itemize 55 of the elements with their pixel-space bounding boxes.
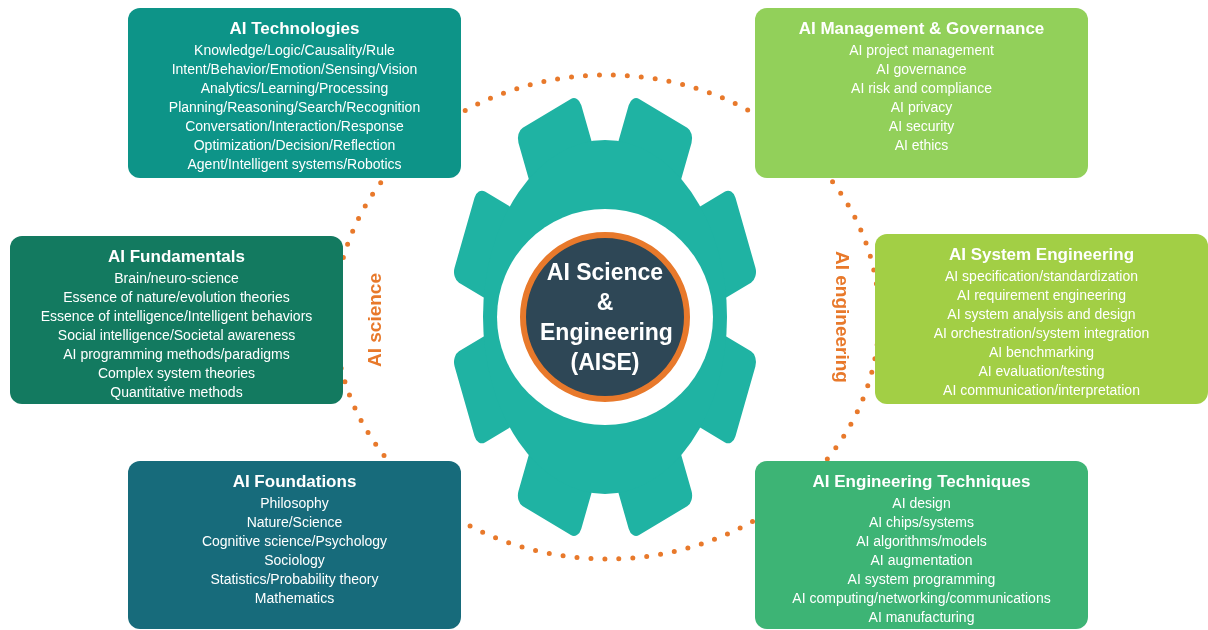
list-item: Cognitive science/Psychology — [201, 532, 388, 551]
list-item: AI system programming — [847, 570, 996, 589]
topic-card — [10, 236, 343, 404]
topic-card — [128, 8, 461, 178]
card-heading: AI Foundations — [232, 471, 357, 493]
card-heading: AI System Engineering — [948, 244, 1135, 266]
list-item: AI security — [888, 117, 955, 136]
list-item: Essence of nature/evolution theories — [63, 288, 290, 307]
list-item: AI requirement engineering — [957, 286, 1126, 305]
list-item: AI chips/systems — [869, 513, 974, 532]
card-heading: AI Fundamentals — [108, 246, 245, 268]
list-item: AI algorithms/models — [856, 532, 987, 551]
list-item: AI manufacturing — [868, 608, 975, 627]
list-item: Intent/Behavior/Emotion/Sensing/Vision — [171, 60, 418, 79]
card-heading: AI Engineering Techniques — [812, 471, 1031, 493]
list-item: AI privacy — [890, 98, 953, 117]
list-item: Statistics/Probability theory — [210, 570, 379, 589]
card-heading: AI Technologies — [229, 18, 360, 40]
list-item: Knowledge/Logic/Causality/Rule — [194, 41, 395, 60]
list-item: AI ethics — [894, 136, 949, 155]
list-item: AI orchestration/system integration — [933, 324, 1150, 343]
list-item: AI programming methods/paradigms — [63, 345, 290, 364]
list-item: AI specification/standardization — [945, 267, 1138, 286]
topic-card — [128, 461, 461, 629]
ring-label: AI engineering — [831, 251, 853, 383]
list-item: Optimization/Decision/Reflection — [193, 136, 396, 155]
list-item: AI governance — [876, 60, 967, 79]
hub-title: AI Science & Engineering (AISE) — [540, 258, 670, 377]
list-item: AI communication/interpretation — [943, 381, 1140, 400]
list-item: Planning/Reasoning/Search/Recognition — [168, 98, 421, 117]
list-item: AI project management — [849, 41, 994, 60]
topic-card — [755, 8, 1088, 178]
list-item: Quantitative methods — [110, 383, 243, 402]
list-item: AI augmentation — [870, 551, 973, 570]
list-item: AI evaluation/testing — [978, 362, 1105, 381]
list-item: AI benchmarking — [988, 343, 1095, 362]
topic-card — [875, 234, 1208, 404]
list-item: Sociology — [264, 551, 325, 570]
list-item: Agent/Intelligent systems/Robotics — [187, 155, 402, 174]
list-item: Social intelligence/Societal awareness — [57, 326, 296, 345]
list-item: AI computing/networking/communications — [792, 589, 1051, 608]
ring-label: AI science — [364, 273, 386, 367]
list-item: Brain/neuro-science — [114, 269, 239, 288]
list-item: AI system analysis and design — [947, 305, 1136, 324]
list-item: Complex system theories — [97, 364, 256, 383]
list-item: Analytics/Learning/Processing — [200, 79, 389, 98]
topic-card — [755, 461, 1088, 629]
list-item: Mathematics — [254, 589, 335, 608]
card-heading: AI Management & Governance — [798, 18, 1045, 40]
list-item: Conversation/Interaction/Response — [185, 117, 404, 136]
list-item: Nature/Science — [246, 513, 343, 532]
list-item: Essence of intelligence/Intelligent behaviors — [40, 307, 313, 326]
list-item: AI risk and compliance — [851, 79, 992, 98]
list-item: Philosophy — [260, 494, 329, 513]
list-item: AI design — [892, 494, 951, 513]
